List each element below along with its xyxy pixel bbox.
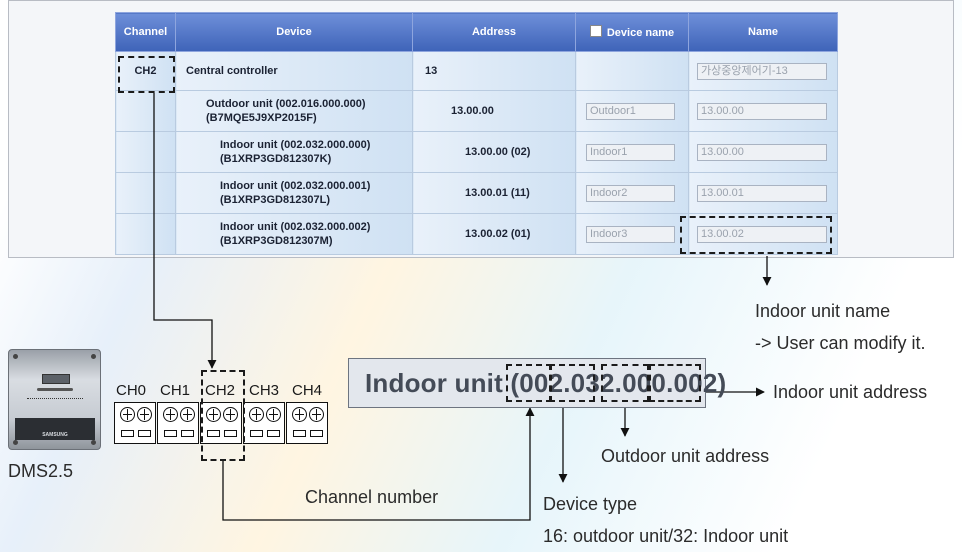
table-row: Outdoor unit (002.016.000.000) (B7MQE5J9X… xyxy=(115,90,838,132)
device-line1: Indoor unit (002.032.000.001) xyxy=(220,180,371,192)
header-name: Name xyxy=(688,12,838,52)
channel-cell xyxy=(115,90,176,132)
address-part-indoor: 002 xyxy=(673,368,718,398)
terminal-ch2 xyxy=(200,402,242,444)
dms-device-image: SAMSUNG xyxy=(8,349,101,450)
terminal-ch3 xyxy=(243,402,285,444)
device-cell: Indoor unit (002.032.000.002) (B1XRP3GD81… xyxy=(175,213,413,255)
device-line2: (B7MQE5J9XP2015F) xyxy=(206,112,317,124)
name-highlight xyxy=(680,216,832,254)
address-cell: 13.00.02 (01) xyxy=(412,213,576,255)
device-name-cell: Indoor1 xyxy=(575,131,689,173)
device-name-checkbox[interactable] xyxy=(589,25,602,37)
device-label: DMS2.5 xyxy=(8,461,74,481)
table-row: Indoor unit (002.032.000.002) (B1XRP3GD81… xyxy=(115,213,838,255)
name-input[interactable]: 13.00.01 xyxy=(697,184,827,202)
indoor-unit-name-label: Indoor unit name xyxy=(755,301,891,321)
device-name-input[interactable]: Indoor3 xyxy=(586,225,675,243)
name-input[interactable]: 13.00.00 xyxy=(697,143,827,161)
channel-cell xyxy=(115,131,176,173)
table-row: Indoor unit (002.032.000.001) (B1XRP3GD81… xyxy=(115,172,838,214)
terminal-ch0 xyxy=(114,402,156,444)
address-cell: 13.00.01 (11) xyxy=(412,172,576,214)
device-brand: SAMSUNG xyxy=(42,432,68,438)
device-line2: (B1XRP3GD812307L) xyxy=(220,194,331,206)
device-line1: Indoor unit (002.032.000.002) xyxy=(220,221,371,233)
device-type-label: Device type xyxy=(543,494,638,514)
header-address: Address xyxy=(412,12,576,52)
device-type-codes-label: 16: outdoor unit/32: Indoor unit xyxy=(543,526,789,546)
device-line1: Outdoor unit (002.016.000.000) xyxy=(206,98,366,110)
address-part4-highlight xyxy=(649,364,701,402)
name-cell: 13.00.02 xyxy=(688,213,838,255)
address-cell: 13 xyxy=(412,51,576,91)
name-cell: 13.00.01 xyxy=(688,172,838,214)
device-cell: Outdoor unit (002.016.000.000) (B7MQE5J9X… xyxy=(175,90,413,132)
channel-number-label: Channel number xyxy=(305,487,439,507)
address-part-device-group: 002 xyxy=(519,368,564,398)
device-cell: Indoor unit (002.032.000.000) (B1XRP3GD81… xyxy=(175,131,413,173)
channel-label: CH1 xyxy=(160,382,191,399)
name-input[interactable]: 13.00.02 xyxy=(697,225,827,243)
channel-label: CH0 xyxy=(116,382,147,399)
header-device-name-label: Device name xyxy=(606,27,675,39)
address-breakdown-text: Indoor unit (002.032.000.002) xyxy=(365,368,727,398)
address-part2-highlight xyxy=(549,364,595,402)
device-name-input[interactable]: Outdoor1 xyxy=(586,102,675,120)
indoor-unit-address-label: Indoor unit address xyxy=(773,382,928,402)
name-cell: 가상중앙제어기-13 xyxy=(688,51,838,91)
channel-label: CH4 xyxy=(292,382,323,399)
device-name-cell: Indoor3 xyxy=(575,213,689,255)
channel-cell xyxy=(115,172,176,214)
device-name-input[interactable]: Indoor1 xyxy=(586,143,675,161)
channel-to-terminal-line xyxy=(153,93,217,369)
address-part-outdoor: 000 xyxy=(622,368,667,398)
address-part3-highlight xyxy=(601,364,649,402)
address-open-paren: ( xyxy=(510,368,520,398)
address-part-device-type: 032 xyxy=(570,368,615,398)
device-name-input[interactable]: Indoor2 xyxy=(586,184,675,202)
device-table: Channel Device Address Device name Name … xyxy=(115,12,838,255)
address-prefix: Indoor unit xyxy=(365,368,503,398)
address-close-paren: ) xyxy=(717,368,727,398)
table-header-row: Channel Device Address Device name Name xyxy=(115,12,838,52)
device-name-cell: Indoor2 xyxy=(575,172,689,214)
channel-number-line xyxy=(222,407,535,521)
channel-highlight xyxy=(118,56,175,93)
address-breakdown-box: Indoor unit (002.032.000.002) xyxy=(348,358,726,408)
name-cell: 13.00.00 xyxy=(688,90,838,132)
address-cell: 13.00.00 (02) xyxy=(412,131,576,173)
device-name-cell xyxy=(575,51,689,91)
ch2-highlight xyxy=(201,370,245,461)
device-table-panel: Channel Device Address Device name Name … xyxy=(8,0,954,258)
table-row: CH2 Central controller 13 가상중앙제어기-13 xyxy=(115,51,838,91)
device-line2: (B1XRP3GD812307M) xyxy=(220,235,333,247)
device-line1: Indoor unit (002.032.000.000) xyxy=(220,139,371,151)
address-part1-highlight xyxy=(506,364,552,402)
user-can-modify-label: -> User can modify it. xyxy=(755,333,926,353)
table-row: Indoor unit (002.032.000.000) (B1XRP3GD81… xyxy=(115,131,838,173)
channel-cell xyxy=(115,213,176,255)
channel-label: CH2 xyxy=(205,382,236,399)
device-line1: Central controller xyxy=(186,65,278,77)
device-line2: (B1XRP3GD812307K) xyxy=(220,153,332,165)
terminal-ch1 xyxy=(157,402,199,444)
name-input[interactable]: 가상중앙제어기-13 xyxy=(697,62,827,80)
header-device: Device xyxy=(175,12,413,52)
outdoor-unit-address-label: Outdoor unit address xyxy=(601,446,770,466)
channel-label: CH3 xyxy=(249,382,280,399)
name-input[interactable]: 13.00.00 xyxy=(697,102,827,120)
name-cell: 13.00.00 xyxy=(688,131,838,173)
terminal-ch4 xyxy=(286,402,328,444)
